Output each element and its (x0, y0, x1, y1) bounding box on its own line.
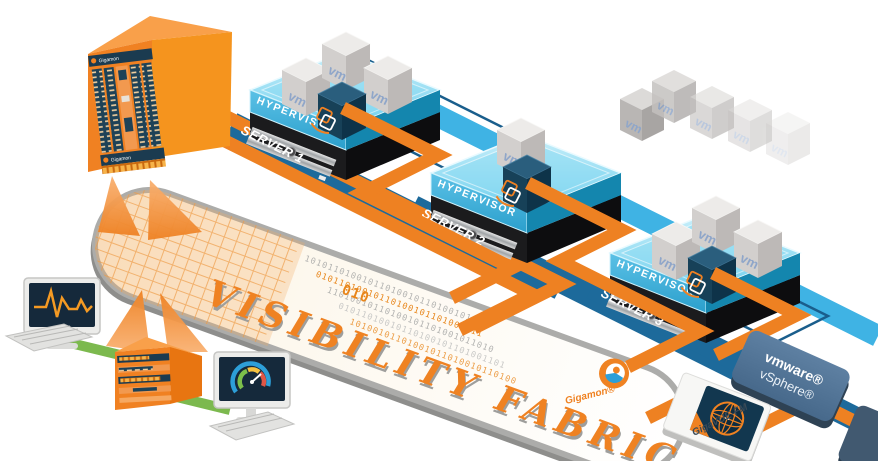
vm-cube: vm (281, 57, 331, 116)
server3-chassis-side (706, 275, 800, 343)
server1-hypervisor-side (346, 90, 440, 150)
corner-appliance (838, 405, 878, 461)
gigavue-vm-icon (680, 270, 706, 299)
fm-icon-triangle (689, 412, 710, 438)
vm-logo: vm (693, 114, 715, 134)
appliance-side (170, 347, 202, 404)
ghost-vm-cube: vm (766, 112, 810, 165)
chassis-front-detail: Gigamon Gigamon (88, 48, 167, 175)
chassis-brand-top: Gigamon (98, 56, 119, 64)
vm-cube: vm (651, 221, 701, 280)
globe-crosshair (725, 417, 730, 420)
chassis-side (152, 32, 232, 158)
gigamon-chassis: Gigamon Gigamon (88, 16, 232, 175)
keyboard (208, 411, 296, 441)
server1-chassis-side (346, 112, 440, 180)
appliance-front-detail (117, 353, 172, 403)
server1-chassis-detail (246, 126, 337, 182)
monitor-gauge (208, 351, 296, 441)
vm-logo: vm (655, 98, 677, 118)
chassis-brand-bottom: Gigamon (111, 155, 132, 163)
vm-logo: vm (623, 116, 645, 136)
vm-cube: vm (363, 55, 413, 114)
gauge-icon (230, 361, 271, 394)
ekg-trace (34, 286, 93, 318)
vm-logo: vm (731, 127, 753, 147)
tap-cone-chassis-to-fabric (98, 176, 202, 240)
vm-cube: vm (691, 195, 741, 254)
tap-cone-fabric-to-appliance (106, 290, 208, 352)
ghost-vm-cubes: vm vm vm vm vm (620, 70, 810, 165)
gigamon-appliance (115, 337, 202, 410)
gigavue-vm-icon (495, 179, 521, 208)
monitor-ekg (4, 277, 101, 352)
appliance-top (115, 337, 202, 356)
vm-logo: vm (769, 140, 791, 160)
chassis-top (88, 16, 232, 54)
vsphere-badge-top (732, 330, 850, 422)
vm-cube: vm (733, 219, 783, 278)
vm-cubes: vm vm vm vm vm (281, 31, 783, 280)
ghost-vm-cube: vm (652, 70, 696, 123)
gigavue-vm-icon (310, 106, 336, 135)
gigamon-logo (599, 358, 630, 389)
ghost-vm-cube: vm (728, 99, 772, 152)
vm-cube: vm (321, 31, 371, 90)
gigavue-fm-card (662, 372, 772, 461)
ghost-vm-cube: vm (690, 86, 734, 139)
